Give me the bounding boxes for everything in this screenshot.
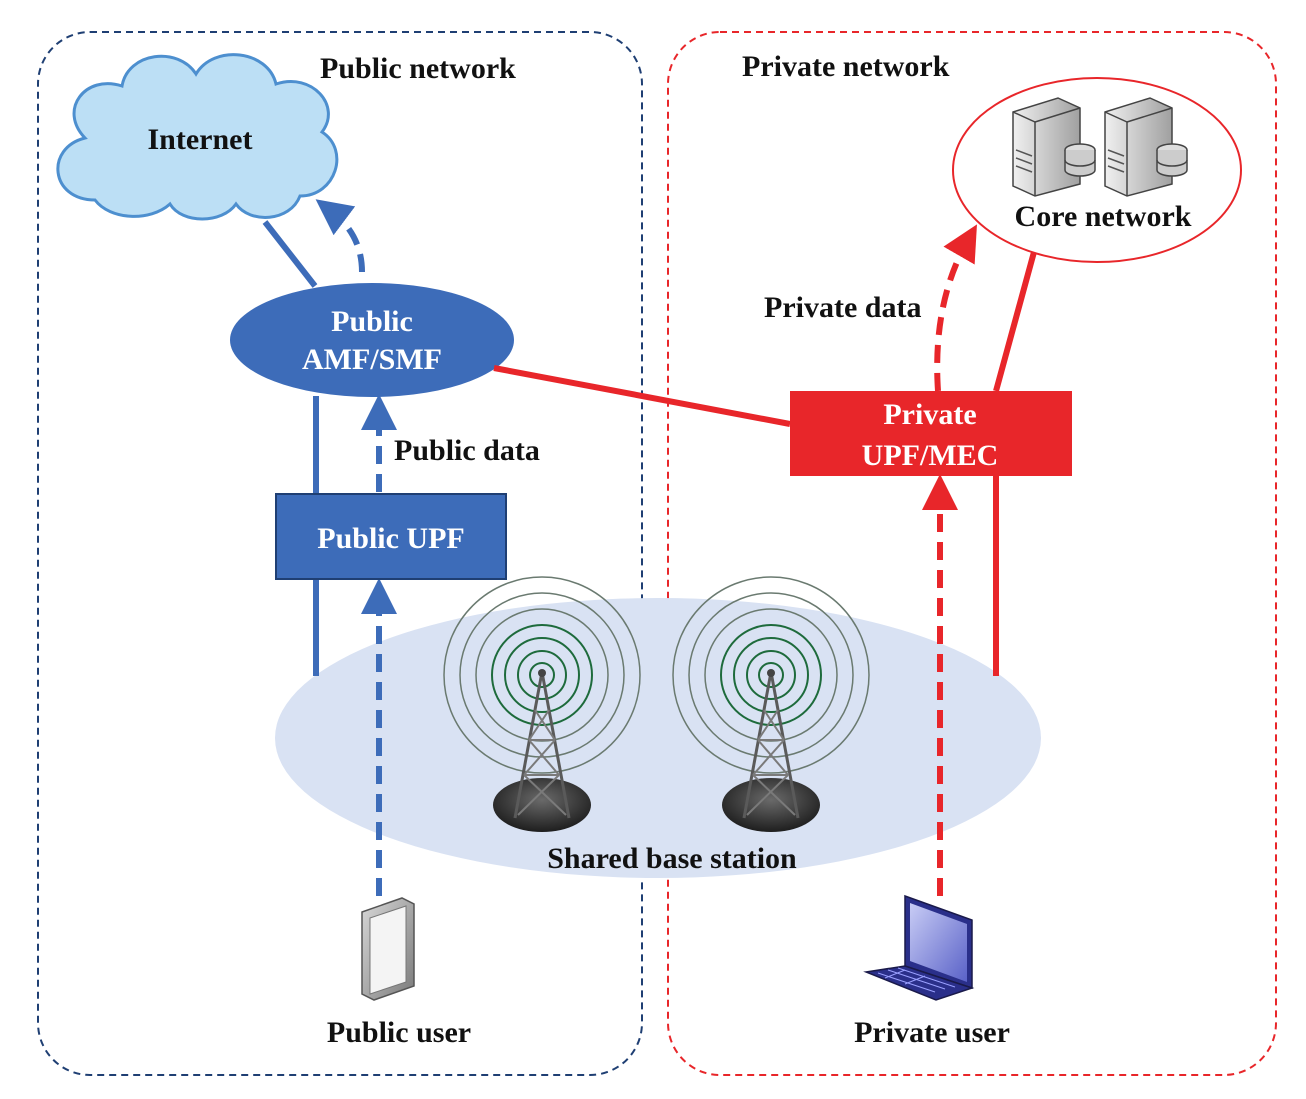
phone-device-icon — [361, 897, 415, 1001]
private-network-label: Private network — [742, 50, 950, 83]
public-upf-label: Public UPF — [317, 522, 465, 555]
laptop-icon — [863, 894, 975, 1001]
private-upf-mec-node — [790, 391, 1072, 476]
public-amf-smf-label-line1: Public — [331, 305, 413, 338]
private-user-label: Private user — [854, 1016, 1010, 1049]
core-network-node — [952, 77, 1242, 263]
internet-cloud-icon — [56, 53, 339, 221]
shared-base-station-label: Shared base station — [547, 842, 797, 875]
core-network-label: Core network — [1015, 200, 1192, 233]
public-network-region — [37, 31, 643, 1076]
public-amf-smf-label-line2: AMF/SMF — [302, 343, 442, 376]
private-upf-mec-label-line1: Private — [883, 398, 976, 431]
public-upf-node — [275, 493, 507, 580]
server-icon — [1012, 97, 1096, 197]
amf-to-internet-flow — [315, 199, 365, 273]
private-upf-to-core-flow — [934, 224, 977, 392]
shared-base-station-area — [275, 598, 1041, 878]
cell-tower-icon — [443, 576, 641, 832]
server-icon — [1104, 97, 1188, 197]
private-upf-mec-label-line2: UPF/MEC — [862, 439, 999, 472]
amf-to-private-upf-link — [493, 365, 791, 427]
public-amf-smf-node — [230, 283, 514, 397]
public-data-label: Public data — [394, 434, 540, 467]
private-upf-to-core-link — [993, 251, 1037, 392]
private-network-region — [667, 31, 1277, 1076]
public-network-label: Public network — [320, 52, 516, 85]
public-user-label: Public user — [327, 1016, 471, 1049]
internet-to-amf-link — [262, 220, 318, 288]
internet-label: Internet — [148, 123, 253, 156]
cell-tower-icon — [672, 576, 870, 832]
private-data-label: Private data — [764, 291, 921, 324]
